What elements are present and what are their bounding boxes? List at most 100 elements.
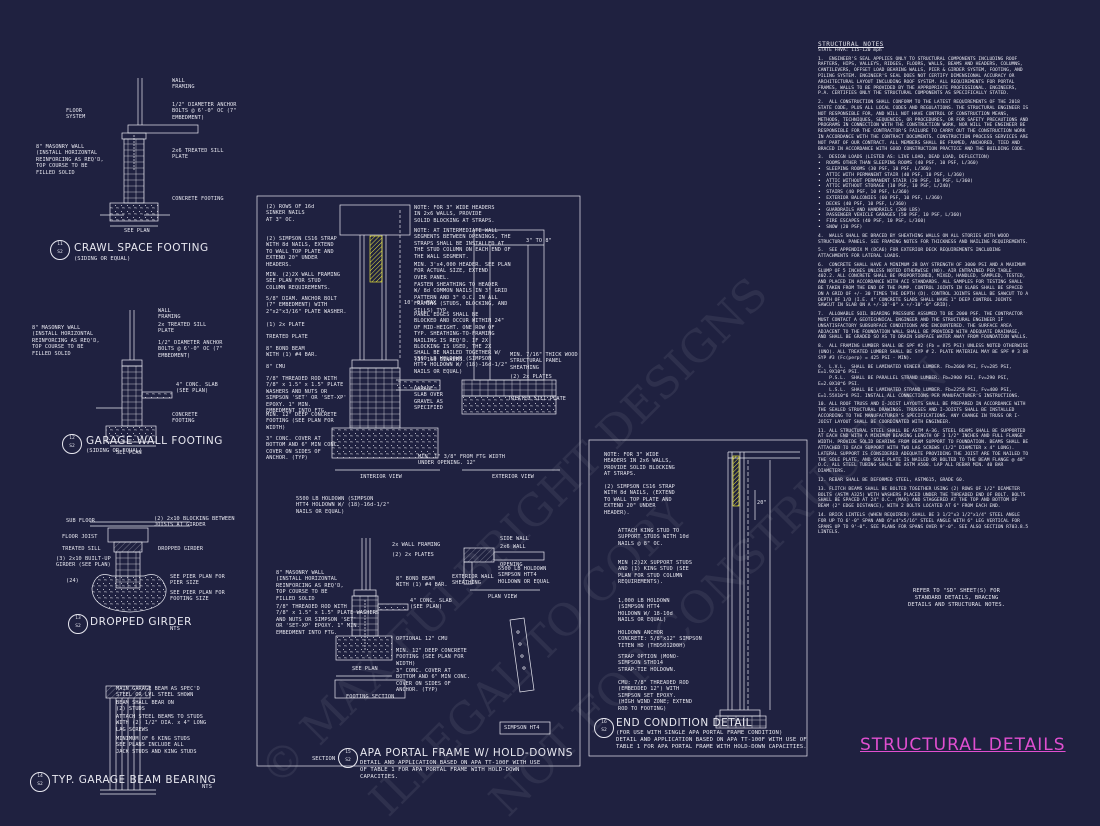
- beam-note-bear: BEAM SHALL BEAR ON (2) STUDS: [116, 700, 175, 713]
- girder-note-24: (24): [66, 578, 79, 584]
- footing-section-label: FOOTING SECTION: [346, 694, 395, 700]
- portal-right-note-8: MIN. 7/16" THICK WOOD STRUCTURAL PANEL S…: [510, 352, 578, 371]
- crawl-note-wall-framing: WALL FRAMING: [172, 78, 195, 91]
- portal-lower-note-1: 5500 LB HOLDOWN (SIMPSON HTT4 HOLDOWN W/…: [296, 496, 390, 515]
- note-item: 6. CONCRETE SHALL HAVE A MINIMUM 28 DAY …: [818, 262, 1031, 309]
- portal-right-note-1: NOTE: FOR 3" WIDE HEADERS IN 2x6 WALLS, …: [414, 205, 495, 224]
- portal-right-note-4: FASTEN SHEATHING TO HEADER W/ 8d COMMON …: [414, 282, 508, 314]
- portal-right-note-6: 5500 LB HOLDOWN (SIMPSON HTT4 HOLDOWN W/…: [414, 356, 508, 375]
- portal-right-note-11: MIN. 1" 3/8" FROM FTG WIDTH UNDER OPENIN…: [418, 454, 506, 467]
- portal-dim-2: 3" TO 8": [526, 238, 552, 244]
- portal-left-note-4: 5/8" DIAM. ANCHOR BOLT (7" EMBEDMENT) WI…: [266, 296, 347, 315]
- beam-note-main: MAIN GARAGE BEAM AS SPEC'D STEEL OR LVL …: [116, 686, 200, 699]
- portal-lower-note-3: (2) 2x PLATES: [392, 552, 434, 558]
- girder-note-sill: TREATED SILL: [62, 546, 101, 552]
- note-item: 11. ALL STRUCTURAL STEEL SHALL BE ASTM A…: [818, 428, 1031, 475]
- girder-note-joist: FLOOR JOIST: [62, 534, 98, 540]
- portal-lower-note-13: 2x6 WALL: [500, 544, 526, 550]
- end-note-7: STRAP OPTION (MONO- SIMPSON STHD14 STRAP…: [618, 654, 680, 673]
- note-item: 12. REBAR SHALL BE DEFORMED STEEL, ASTM6…: [818, 477, 965, 483]
- portal-section-label: SECTION: [312, 756, 336, 762]
- girder-note-builtup: (3) 2x10 BUILT-UP GIRDER (SEE PLAN): [56, 556, 111, 569]
- end-note-3: ATTACH KING STUD TO SUPPORT STUDS WITH 1…: [618, 528, 689, 547]
- portal-right-note-9: (2) 2x PLATES: [510, 374, 552, 380]
- portal-right-note-2: NOTE: AT INTERMEDIATE WALL SEGMENTS BETW…: [414, 228, 511, 260]
- note-item: 2. ALL CONSTRUCTION SHALL CONFORM TO THE…: [818, 100, 1031, 152]
- note-item: 14. BRICK LINTELS (WHEN REQUIRED) SHALL …: [818, 512, 1031, 536]
- crawl-note-floor-system: FLOOR SYSTEM: [66, 108, 86, 121]
- girder-note-footing-size: SEE PIER PLAN FOR FOOTING SIZE: [170, 590, 225, 603]
- note-item: 1. ENGINEER'S SEAL APPLIES ONLY TO STRUC…: [818, 56, 1026, 97]
- end-note-4: MIN (2)2X SUPPORT STUDS AND (1) KING STU…: [618, 560, 693, 586]
- portal-lower-note-9: MIN. 12" DEEP CONCRETE FOOTING (SEE PLAN…: [396, 648, 467, 667]
- portal-right-note-10: TREATED SILL PLATE: [508, 396, 567, 402]
- exterior-view-label: EXTERIOR VIEW: [492, 474, 534, 480]
- portal-lower-note-7: 4" CONC. SLAB (SEE PLAN): [410, 598, 452, 611]
- end-condition-drawing: [715, 451, 800, 729]
- garage-note-footing: CONCRETE FOOTING: [172, 412, 198, 425]
- note-item: 4. WALLS SHALL BE BRACED BY SHEATHING WA…: [818, 233, 1029, 245]
- crawl-space-subtitle: (SIDING OR EQUAL): [74, 256, 131, 262]
- beam-note-attach: ATTACH STEEL BEAMS TO STUDS WITH (2) 1/2…: [116, 714, 207, 733]
- girder-note-dropped: DROPPED GIRDER: [158, 546, 204, 552]
- crawl-note-see-plan: SEE PLAN: [124, 228, 150, 234]
- garage-note-sill: 2x TREATED SILL PLATE: [158, 322, 207, 335]
- end-note-8: CMU: 7/8" THREADED ROD (EMBEDDED 12") WI…: [618, 680, 693, 712]
- end-condition-border: [588, 439, 808, 757]
- portal-exterior-view: [461, 229, 560, 471]
- end-condition-description: (FOR USE WITH SINGLE APA PORTAL FRAME CO…: [616, 730, 807, 750]
- interior-view-label: INTERIOR VIEW: [360, 474, 402, 480]
- crawl-space-title: CRAWL SPACE FOOTING: [74, 242, 209, 254]
- end-note-2: (2) SIMPSON CS16 STRAP WITH 8d NAILS, (E…: [604, 484, 675, 516]
- portal-lower-note-14: EXTERIOR WALL SHEATHING: [452, 574, 494, 587]
- portal-dim-1: 10'-0" MAX: [404, 300, 437, 306]
- structural-notes-heading: STRUCTURAL NOTES: [818, 41, 884, 48]
- garage-note-wall-framing: WALL FRAMING: [158, 308, 181, 321]
- portal-lower-note-5: 8" MASONRY WALL (INSTALL HORIZONTAL REIN…: [276, 570, 344, 602]
- garage-wall-subtitle: (SIDING OR EQUAL): [86, 448, 143, 454]
- crawl-note-masonry: 8" MASONRY WALL (INSTALL HORIZONTAL REIN…: [36, 144, 104, 176]
- garage-wall-title: GARAGE WALL FOOTING: [86, 435, 223, 447]
- crawl-note-sill: 2x6 TREATED SILL PLATE: [172, 148, 224, 161]
- girder-note-subfloor: SUB FLOOR: [66, 518, 96, 524]
- crawl-space-drawing: [100, 78, 199, 227]
- note-item: 3. DESIGN LOADS (LISTED AS: LIVE LOAD, D…: [818, 155, 990, 230]
- plan-view-label: PLAN VIEW: [488, 594, 518, 600]
- crawl-note-footing: CONCRETE FOOTING: [172, 196, 224, 202]
- note-item: 13. FLITCH BEAMS SHALL BE BOLTED TOGETHE…: [818, 486, 1029, 510]
- portal-lower-note-12: SIDE WALL: [500, 536, 530, 542]
- portal-left-note-2: (2) SIMPSON CS16 STRAP WITH 8d NAILS, EX…: [266, 236, 337, 268]
- garage-note-masonry: 8" MASONRY WALL (INSTALL HORIZONTAL REIN…: [32, 325, 100, 357]
- garage-note-slab: 4" CONC. SLAB (SEE PLAN): [176, 382, 218, 395]
- portal-left-note-11: 3" CONC. COVER AT BOTTOM AND 6" MIN CONC…: [266, 436, 341, 462]
- garage-note-anchor: 1/2" DIAMETER ANCHOR BOLTS @ 6'-0" OC (7…: [158, 340, 223, 359]
- portal-left-note-9: 7/8" THREADED ROD WITH 7/8" x 1.5" x 1.5…: [266, 376, 347, 415]
- portal-right-note-3: MIN. 3'x4,000 HEADER. SEE PLAN FOR ACTUA…: [414, 262, 511, 281]
- girder-note-pier-size: SEE PIER PLAN FOR PIER SIZE: [170, 574, 225, 587]
- portal-right-note-5: PANEL EDGES SHALL BE BLOCKED AND OCCUR W…: [414, 312, 505, 363]
- portal-lower-note-10: 3" CONC. COVER AT BOTTOM AND 6" MIN CONC…: [396, 668, 471, 694]
- portal-right-note-7: GARAGE SLAB OVER GRAVEL AS SPECIFIED: [414, 386, 444, 412]
- portal-left-note-10: MIN. 12" DEEP CONCRETE FOOTING (SEE PLAN…: [266, 412, 337, 431]
- garage-note-see-plan: SEE PLAN: [116, 450, 142, 456]
- portal-left-note-8: 8" CMU: [266, 364, 286, 370]
- garage-beam-scale: NTS: [202, 784, 212, 790]
- end-note-1: NOTE: FOR 3" WIDE HEADERS IN 2x6 WALLS, …: [604, 452, 675, 478]
- portal-lower-note-11: SEE PLAN: [352, 666, 378, 672]
- dropped-girder-scale: NTS: [170, 626, 180, 632]
- structural-notes: STRUCTURAL NOTES STATE FHVA: 115-120 mph…: [818, 42, 1030, 536]
- dropped-girder-drawing: [90, 521, 190, 613]
- crawl-note-anchor: 1/2" DIAMETER ANCHOR BOLTS @ 6'-0" OC (7…: [172, 102, 237, 121]
- portal-left-note-3: MIN. (2)2X WALL FRAMING SEE PLAN FOR STU…: [266, 272, 341, 291]
- simpson-ht4-label: SIMPSON HT4: [504, 725, 540, 731]
- portal-left-note-5: (1) 2x PLATE: [266, 322, 305, 328]
- note-item: 5. SEE APPENDIX M (DCA6) FOR EXTERIOR DE…: [818, 248, 1004, 260]
- girder-note-blocking: (2) 2x10 BLOCKING BETWEEN JOISTS AT GIRD…: [154, 516, 235, 529]
- end-dim: 20": [757, 500, 767, 506]
- portal-lower-note-8: OPTIONAL 12" CMU: [396, 636, 448, 642]
